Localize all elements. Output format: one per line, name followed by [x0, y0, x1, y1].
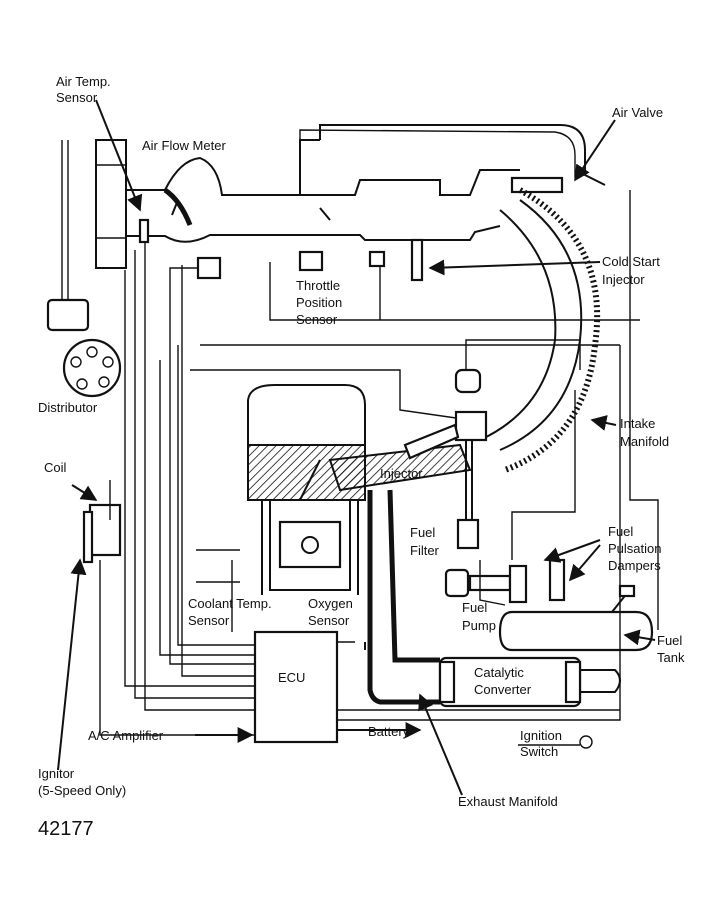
label-fuel-filter-1: Fuel	[410, 525, 435, 540]
fuel-pump-body	[444, 568, 470, 598]
exhaust-pipe	[367, 490, 440, 705]
label-intake-manifold-1: Intake	[620, 416, 655, 431]
label-coil: Coil	[44, 460, 67, 475]
label-injector: Injector	[380, 466, 423, 481]
label-cold-start-injector-2: Injector	[602, 272, 645, 287]
engine-cylinder	[247, 384, 366, 595]
air-temp-sensor-body	[138, 218, 150, 244]
label-ecu: ECU	[278, 670, 305, 685]
distributor-vacuum-unit	[46, 298, 90, 332]
air-cleaner	[95, 139, 127, 269]
label-arrows	[57, 99, 656, 796]
label-air-temp-sensor-2: Sensor	[56, 90, 98, 105]
distributor-cap	[62, 338, 122, 398]
label-air-flow-meter: Air Flow Meter	[142, 138, 226, 153]
label-pulsation-2: Pulsation	[608, 541, 661, 556]
label-cold-start-injector-1: Cold Start	[602, 254, 660, 269]
label-catalytic-1: Catalytic	[474, 665, 524, 680]
label-air-temp-sensor-1: Air Temp.	[56, 74, 111, 89]
cylinder-bore	[269, 499, 351, 591]
label-battery: Battery	[368, 724, 410, 739]
piston	[278, 520, 342, 569]
air-flow-meter-flap	[163, 187, 193, 226]
text-labels: Air Temp. Sensor Air Flow Meter Air Valv…	[38, 74, 685, 840]
label-fuel-pump-2: Pump	[462, 618, 496, 633]
pulsation-damper-1	[508, 564, 528, 604]
ignition-switch-symbol	[579, 735, 593, 749]
label-coolant-temp-2: Sensor	[188, 613, 230, 628]
label-fuel-tank-1: Fuel	[657, 633, 682, 648]
valve-cover	[247, 384, 366, 446]
pulsation-damper-2	[548, 558, 566, 602]
air-valve-body	[510, 176, 564, 194]
ignitor-body	[82, 510, 94, 564]
idle-connector	[368, 250, 386, 268]
fuel-rail-junction	[454, 410, 488, 442]
label-throttle-position-3: Sensor	[296, 312, 338, 327]
figure-number: 42177	[38, 818, 94, 840]
pressure-regulator	[454, 368, 482, 394]
label-coolant-temp-1: Coolant Temp.	[188, 596, 272, 611]
label-ignition-switch-1: Ignition	[520, 728, 562, 743]
label-ignitor-2: (5-Speed Only)	[38, 783, 126, 798]
ecu-box	[253, 630, 339, 744]
label-ac-amplifier: A/C Amplifier	[88, 728, 164, 743]
label-catalytic-2: Converter	[474, 682, 532, 697]
label-fuel-pump-1: Fuel	[462, 600, 487, 615]
label-exhaust-manifold: Exhaust Manifold	[458, 794, 558, 809]
label-oxygen-sensor-1: Oxygen	[308, 596, 353, 611]
label-air-valve: Air Valve	[612, 105, 663, 120]
label-pulsation-1: Fuel	[608, 524, 633, 539]
label-ignition-switch-2: Switch	[520, 744, 558, 759]
cold-start-injector-body	[410, 238, 424, 282]
label-fuel-filter-2: Filter	[410, 543, 440, 558]
injector-body	[403, 423, 460, 460]
ecu-wiring	[99, 190, 659, 744]
throttle-position-connector	[298, 250, 324, 272]
exhaust-system	[367, 489, 621, 708]
label-intake-manifold-2: Manifold	[620, 434, 669, 449]
fuel-system	[403, 339, 654, 652]
airflow-connector	[196, 256, 222, 280]
cylinder-head	[247, 444, 366, 501]
distributor-assembly	[46, 140, 122, 398]
label-fuel-tank-2: Tank	[657, 650, 685, 665]
fuel-filter-body	[456, 518, 480, 550]
label-pulsation-3: Dampers	[608, 558, 661, 573]
fuel-tank-body	[498, 610, 654, 652]
coil-body	[88, 503, 122, 557]
label-oxygen-sensor-2: Sensor	[308, 613, 350, 628]
label-distributor: Distributor	[38, 400, 98, 415]
label-throttle-position-1: Throttle	[296, 278, 340, 293]
label-ignitor-1: Ignitor	[38, 766, 75, 781]
air-intake-assembly	[95, 124, 606, 282]
label-throttle-position-2: Position	[296, 295, 342, 310]
coil-assembly	[82, 503, 122, 564]
